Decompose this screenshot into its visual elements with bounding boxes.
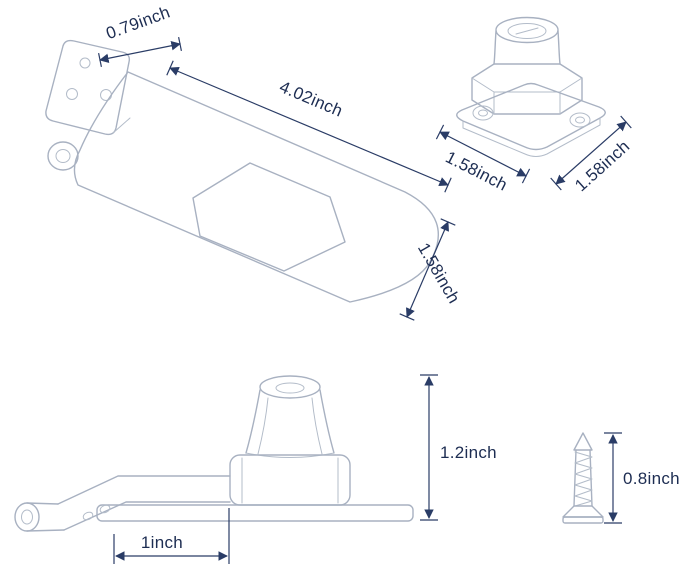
lock-knob-perspective-view: 1.58inch 1.58inch: [435, 16, 633, 196]
screw-shank-edge: [589, 449, 593, 507]
knob-slot: [515, 27, 539, 35]
knob-neck: [493, 30, 497, 65]
strap-side-bottom-edge: [63, 501, 231, 531]
dim-label-hinge-width: 0.79inch: [104, 3, 173, 44]
hinge-fold-line: [112, 117, 131, 134]
hinge-barrel-side-inner: [21, 509, 33, 525]
hinge-plate-outline: [45, 39, 131, 136]
knob-base-thickness: [462, 117, 601, 157]
knob-collar-edges: [471, 77, 583, 115]
barrel-top-line: [26, 502, 59, 505]
dim-label-hasp-length: 4.02inch: [277, 77, 346, 121]
knob-top-side-inner: [275, 382, 305, 394]
base-screw-hole: [569, 112, 591, 128]
assembled-hasp-side-view: 1.2inch 1inch: [14, 374, 497, 564]
hinge-barrel: [47, 141, 79, 171]
knob-side-contour: [311, 397, 323, 455]
base-plate-side: [96, 504, 414, 522]
knob-collar-side: [229, 454, 351, 506]
screw-head: [562, 505, 604, 518]
barrel-bottom-line: [26, 529, 65, 532]
dim-label-assembled-height: 1.2inch: [440, 443, 497, 462]
dimension-assembled-height: 1.2inch: [420, 374, 497, 521]
knob-side-left: [245, 389, 261, 454]
base-screw-hole-inner: [478, 109, 488, 117]
dimension-base-depth: 1.58inch: [550, 115, 633, 196]
knob-side-contour: [257, 397, 269, 455]
hinge-plate-hole: [79, 57, 91, 69]
base-screw-hole: [472, 105, 494, 121]
hasp-plate-perspective-view: 0.79inch 4.02inch 1.58inch: [45, 3, 464, 321]
strap-hole-side: [99, 504, 111, 514]
dim-label-plate-offset: 1inch: [141, 533, 183, 552]
dimension-hinge-width: 0.79inch: [98, 3, 182, 68]
hasp-strap-cutout: [192, 162, 346, 272]
knob-side-right: [319, 389, 335, 454]
dimension-hasp-width: 1.58inch: [399, 218, 464, 321]
knob-neck: [557, 30, 561, 65]
dimension-base-width: 1.58inch: [435, 124, 531, 195]
knob-collar: [471, 63, 583, 115]
dim-label-base-depth: 1.58inch: [571, 137, 633, 196]
hinge-barrel-side: [14, 502, 40, 532]
strap-side-top-edge: [57, 475, 231, 505]
dimension-plate-offset: 1inch: [113, 508, 230, 564]
screw-shank-edge: [573, 449, 577, 507]
knob-base-plate: [456, 82, 606, 151]
mounting-screw-side-view: 0.8inch: [562, 432, 679, 524]
hinge-plate-hole: [66, 88, 78, 100]
knob-top-side: [259, 375, 321, 399]
base-screw-hole-inner: [575, 116, 585, 124]
dim-label-screw-length: 0.8inch: [623, 469, 679, 488]
hinge-barrel-inner: [55, 149, 71, 163]
knob-top-inner: [507, 23, 547, 39]
dim-label-base-width: 1.58inch: [442, 147, 510, 194]
hinge-plate-hole: [100, 89, 112, 101]
screw-head-base: [562, 516, 604, 524]
dimension-screw-length: 0.8inch: [604, 432, 679, 524]
hasp-strap-outline: [73, 71, 439, 303]
screw-threads: [574, 451, 593, 507]
screw-tip: [573, 432, 593, 451]
dimension-hasp-length: 4.02inch: [166, 60, 452, 193]
knob-top: [495, 16, 559, 44]
strap-hole-side: [82, 511, 94, 521]
